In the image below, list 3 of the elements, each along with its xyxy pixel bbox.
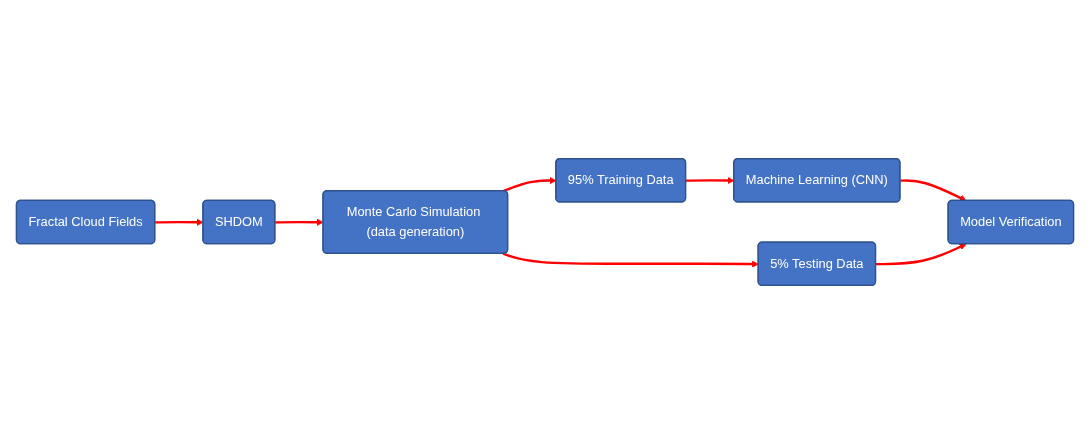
- arrow: [502, 252, 759, 268]
- arrow: [875, 243, 967, 266]
- arrow: [900, 179, 967, 202]
